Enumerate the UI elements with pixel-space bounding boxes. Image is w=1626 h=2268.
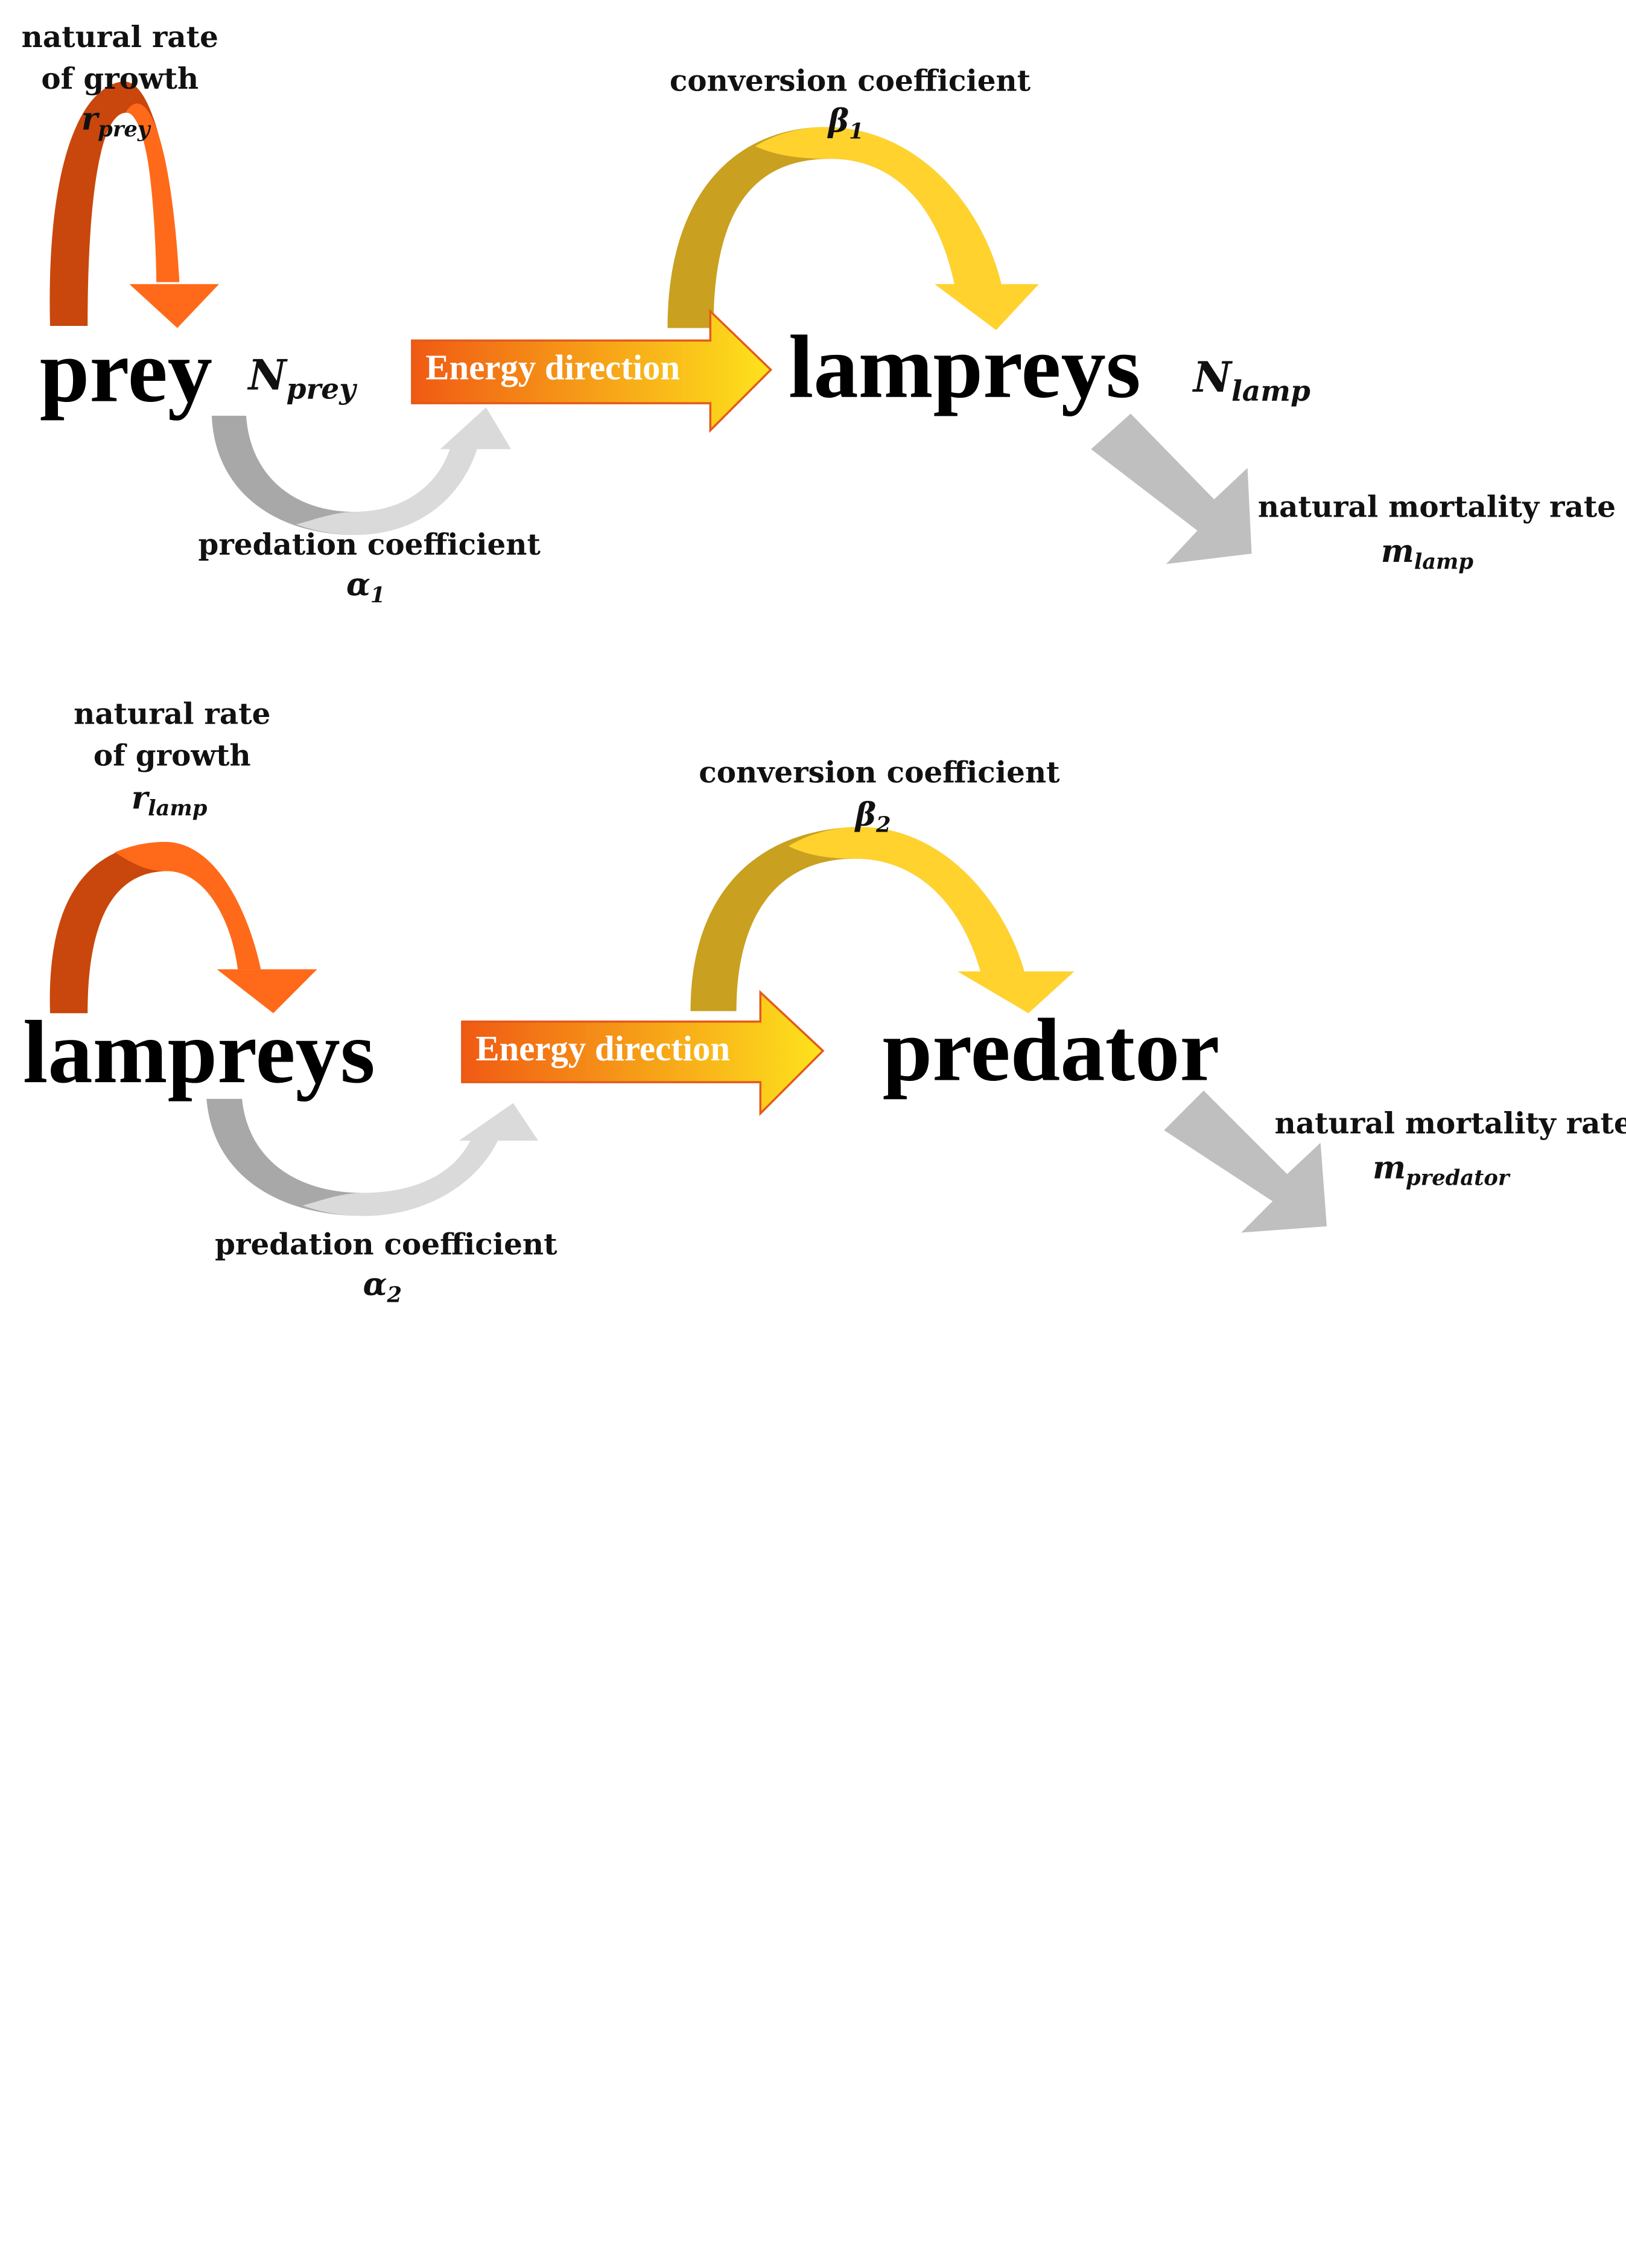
top-energy-arrow [411, 308, 773, 433]
bottom-growth-symbol: rlamp [131, 780, 208, 821]
bottom-mortality-symbol: mpredator [1373, 1150, 1510, 1191]
bottom-predation-symbol: α2 [363, 1267, 402, 1308]
top-energy-label: Energy direction [425, 349, 681, 388]
top-target-name: lampreys [788, 316, 1141, 417]
top-growth-label-line1: natural rate [21, 19, 218, 55]
bottom-predation-arrow [206, 1098, 539, 1216]
top-target-symbol: Nlamp [1193, 353, 1310, 409]
top-predation-arrow [211, 407, 512, 535]
top-conversion-symbol: β1 [828, 103, 864, 144]
top-growth-arrow [49, 81, 220, 328]
bottom-growth-label-line2: of growth [93, 738, 251, 773]
top-conversion-arrow [667, 127, 1039, 330]
bottom-energy-arrow [461, 990, 825, 1116]
diagram-shapes [49, 81, 1327, 1233]
bottom-conversion-arrow [690, 827, 1075, 1013]
bottom-target-name: predator [882, 999, 1220, 1100]
bottom-growth-label-line1: natural rate [74, 696, 271, 731]
top-mortality-symbol: mlamp [1380, 534, 1474, 575]
top-growth-symbol: rprey [81, 101, 150, 142]
top-predation-label: predation coefficient [198, 527, 541, 562]
top-conversion-label: conversion coefficient [669, 63, 1031, 98]
bottom-predation-label: predation coefficient [215, 1227, 557, 1262]
bottom-source-name: lampreys [23, 1001, 375, 1102]
bottom-mortality-label: natural mortality rate [1274, 1106, 1626, 1141]
top-death-arrow [1091, 413, 1252, 564]
top-predation-symbol: α1 [346, 567, 386, 608]
bottom-death-arrow [1164, 1090, 1327, 1233]
top-mortality-label: natural mortality rate [1257, 489, 1616, 524]
bottom-conversion-label: conversion coefficient [699, 755, 1060, 790]
bottom-growth-arrow [49, 842, 317, 1013]
bottom-energy-label: Energy direction [475, 1030, 731, 1069]
top-growth-label-line2: of growth [41, 62, 199, 97]
bottom-conversion-symbol: β2 [855, 797, 891, 838]
top-source-name: prey [39, 320, 213, 421]
top-source-symbol: Nprey [248, 351, 356, 406]
